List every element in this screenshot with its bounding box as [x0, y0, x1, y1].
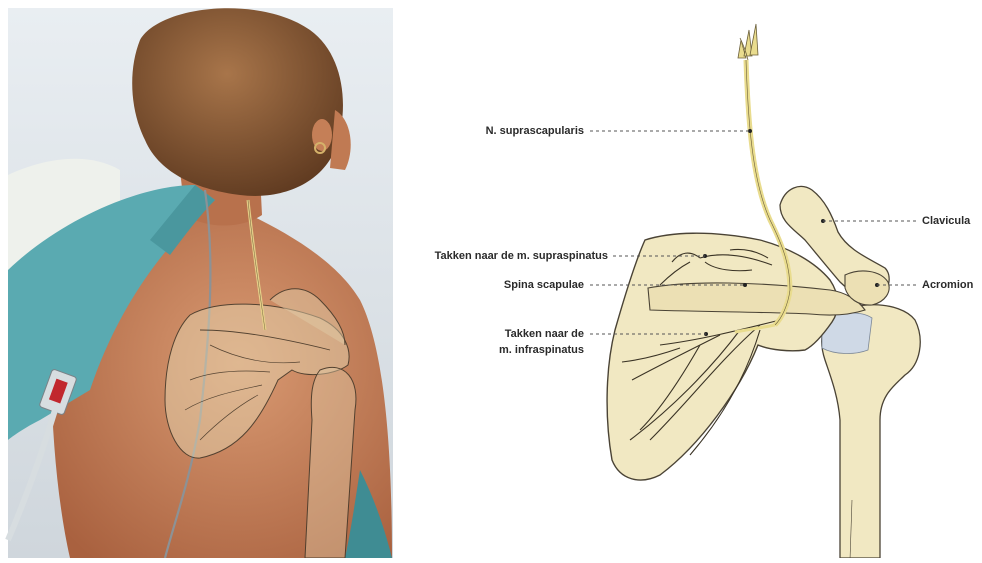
- scapula: [607, 233, 838, 480]
- label-takken-infraspinatus-2: m. infraspinatus: [444, 343, 584, 357]
- patient-photo: [8, 8, 393, 558]
- nerve-roots: [738, 24, 758, 60]
- scapula-illustration: [590, 24, 920, 558]
- label-n-suprascapularis: N. suprascapularis: [444, 124, 584, 138]
- label-acromion: Acromion: [922, 278, 973, 292]
- label-spina-scapulae: Spina scapulae: [444, 278, 584, 292]
- label-takken-infraspinatus-1: Takken naar de: [444, 327, 584, 341]
- label-takken-supraspinatus: Takken naar de m. supraspinatus: [360, 249, 608, 263]
- label-clavicula: Clavicula: [922, 214, 970, 228]
